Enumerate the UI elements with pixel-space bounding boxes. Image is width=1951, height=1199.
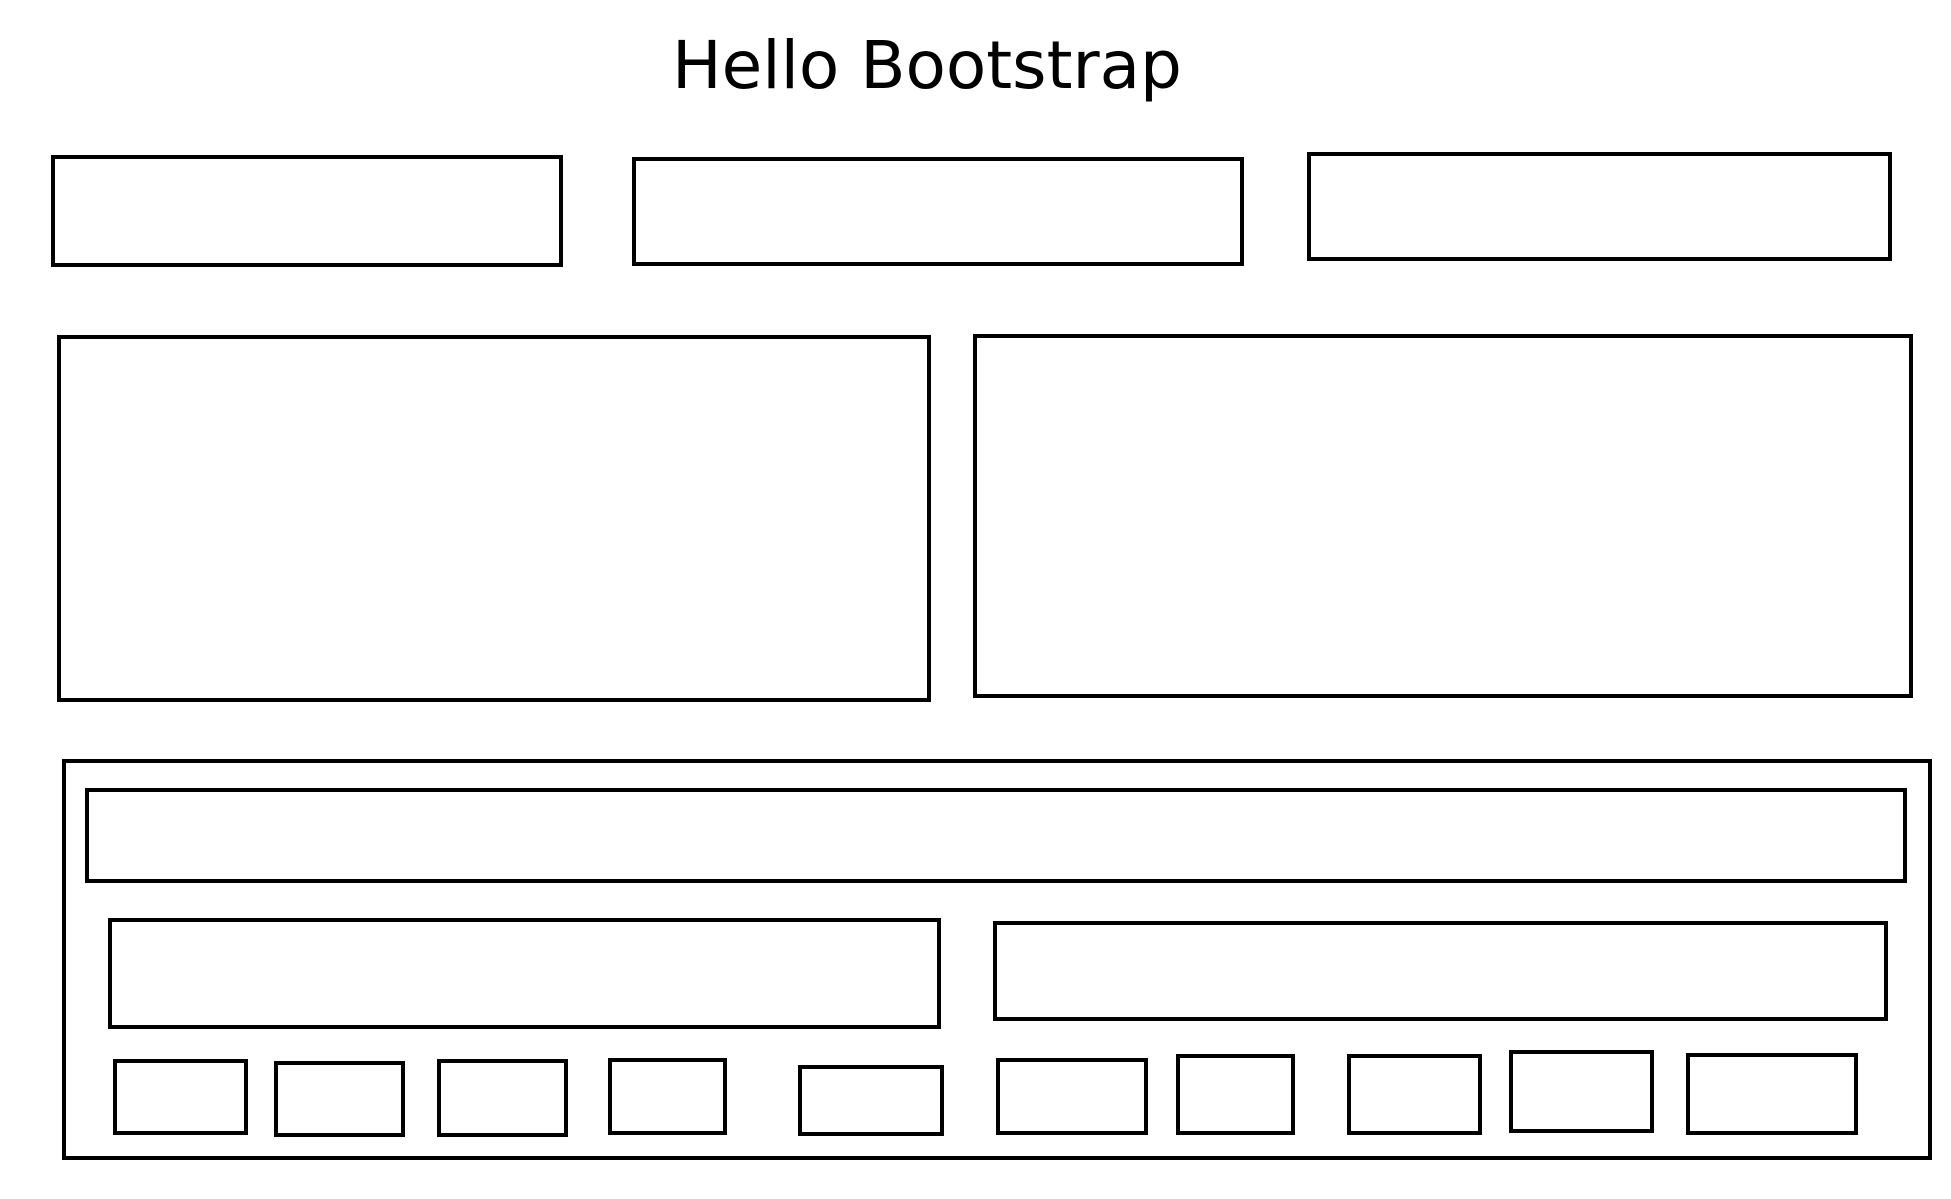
bottom-box-left: [108, 918, 941, 1029]
middle-box-right: [973, 334, 1913, 698]
bottom-box-right: [993, 921, 1888, 1021]
page-title: Hello Bootstrap: [672, 27, 1182, 104]
small-box-7: [1176, 1054, 1295, 1135]
bottom-wide-bar: [85, 788, 1907, 883]
small-box-2: [274, 1061, 405, 1137]
small-box-1: [113, 1059, 248, 1135]
bottom-container: [62, 759, 1932, 1160]
middle-box-left: [57, 335, 931, 702]
small-box-4: [608, 1058, 727, 1135]
small-box-3: [437, 1059, 568, 1137]
top-box-2: [632, 157, 1244, 266]
top-box-3: [1307, 152, 1892, 261]
small-box-8: [1347, 1054, 1482, 1135]
small-box-10: [1686, 1053, 1858, 1135]
small-box-9: [1509, 1050, 1654, 1133]
small-box-6: [996, 1058, 1148, 1135]
small-box-5: [798, 1065, 944, 1136]
top-box-1: [51, 155, 563, 267]
